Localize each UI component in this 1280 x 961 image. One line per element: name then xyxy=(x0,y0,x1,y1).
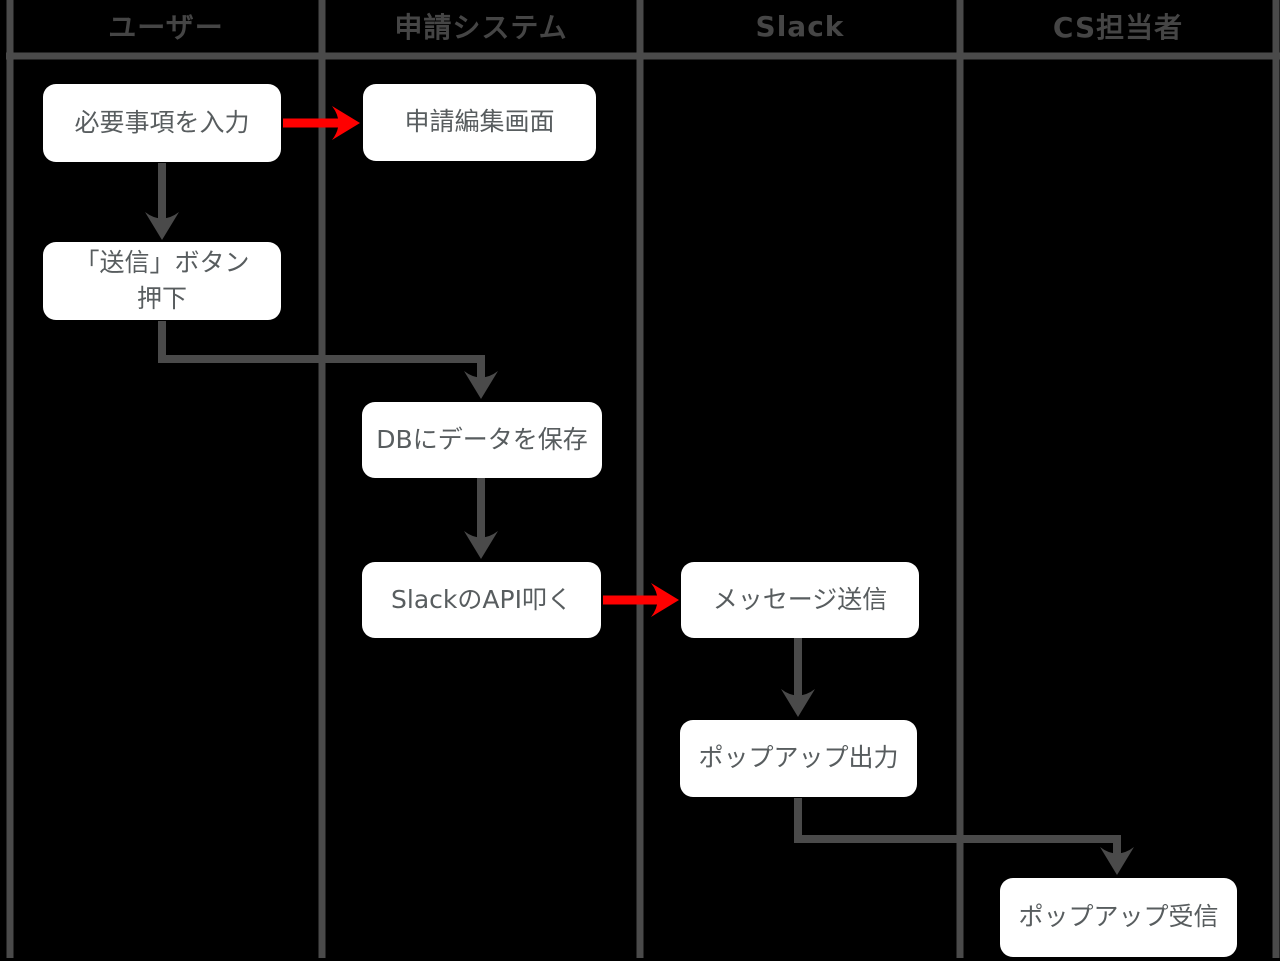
edge-message-to-popupout-arrowhead-icon xyxy=(781,689,815,717)
edge-popupout-to-popuprecv-shaft xyxy=(794,798,1121,855)
node-save-data-to-db: DBにデータを保存 xyxy=(362,402,602,478)
node-input-required-fields: 必要事項を入力 xyxy=(43,84,281,162)
edge-db-to-slackapi-arrowhead-icon xyxy=(464,531,498,559)
edge-popupout-to-popuprecv-arrowhead-icon xyxy=(1100,847,1134,875)
edge-sendbutton-to-db-shaft xyxy=(158,321,485,379)
node-call-slack-api: SlackのAPI叩く xyxy=(362,562,601,638)
lane-header-slack: Slack xyxy=(755,9,845,43)
lane-header-application: 申請システム xyxy=(394,11,568,44)
edge-input-to-sendbutton-arrowhead-icon xyxy=(145,212,179,240)
edge-sendbutton-to-db-arrowhead-icon xyxy=(464,371,498,399)
lane-header-user: ユーザー xyxy=(108,11,224,44)
node-application-edit-screen: 申請編集画面 xyxy=(363,84,596,161)
node-press-send-button: 「送信」ボタン 押下 xyxy=(43,242,281,320)
node-send-message: メッセージ送信 xyxy=(681,562,919,638)
node-popup-receive: ポップアップ受信 xyxy=(1000,878,1237,957)
node-popup-output: ポップアップ出力 xyxy=(680,720,917,797)
lane-header-cs-agent: CS担当者 xyxy=(1052,11,1184,44)
edge-input-to-editscreen-arrowhead-icon xyxy=(332,106,360,140)
edge-slackapi-to-message-arrowhead-icon xyxy=(651,583,679,617)
